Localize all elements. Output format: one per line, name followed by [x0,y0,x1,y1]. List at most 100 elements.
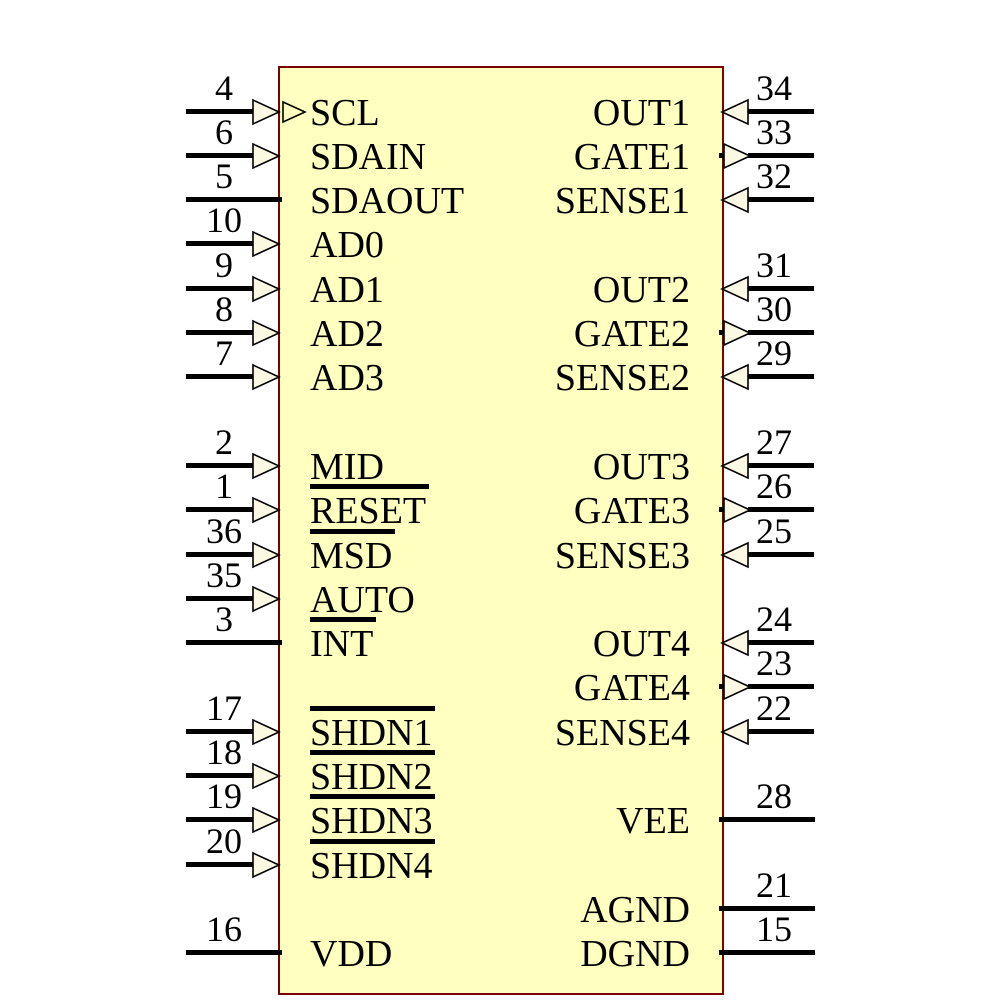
pin-label-RESET: RESET [310,492,426,530]
pin-label-text: AD0 [310,224,384,267]
pin-number-17: 17 [206,687,242,728]
pin-label-text: SHDN1 [310,711,433,754]
pin-label-text: SENSE2 [554,357,690,400]
input-arrow-icon [252,718,281,745]
pin-number-19: 19 [206,776,242,817]
pin-number-29: 29 [756,333,792,374]
pin-label-DGND: DGND [440,935,690,973]
pin-wire-VEE [719,817,815,823]
pin-label-GATE4: GATE4 [440,669,690,707]
pin-label-SHDN4: SHDN4 [310,847,432,885]
pin-number-33: 33 [756,111,792,152]
pin-wire-OUT3 [748,462,814,468]
pin-wire-SENSE4 [748,728,814,734]
pin-number-26: 26 [756,466,792,507]
pin-label-OUT2: OUT2 [440,271,690,309]
pin-label-MSD: MSD [310,537,392,575]
pin-label-text: OUT4 [592,623,690,666]
pin-wire-OUT2 [748,285,814,291]
pin-wire-RESET [186,507,253,513]
pin-wire-GATE2 [748,330,814,335]
pin-label-text: MID [310,445,384,488]
pin-label-MID: MID [310,448,384,486]
pin-number-32: 32 [756,156,792,197]
pin-number-30: 30 [756,289,792,329]
input-arrow-icon [252,142,281,170]
input-arrow-icon [252,275,281,302]
output-arrow-icon [723,496,752,524]
pin-label-text: SDAIN [310,135,427,178]
pin-label-SENSE1: SENSE1 [440,182,690,220]
pin-label-AD3: AD3 [310,359,384,397]
input-arrow-icon [720,452,749,480]
pin-number-27: 27 [756,421,792,462]
input-arrow-icon [720,541,749,568]
pin-label-text: SCL [310,91,380,134]
pin-label-text: GATE4 [573,667,690,710]
output-arrow-icon [723,674,752,701]
pin-number-9: 9 [215,244,233,285]
pin-number-22: 22 [756,687,792,728]
pin-label-text: SENSE1 [554,180,690,223]
pin-wire-OUT1 [748,108,814,114]
pin-wire-SDAOUT [186,197,282,203]
pin-wire-GATE3 [748,507,814,513]
pin-label-SENSE2: SENSE2 [440,359,690,397]
pin-number-1: 1 [215,466,233,507]
pin-wire-AD0 [186,241,253,247]
pin-label-GATE1: GATE1 [440,138,690,176]
pin-label-SDAOUT: SDAOUT [310,182,464,220]
pin-label-text: SHDN3 [310,800,433,843]
input-arrow-icon [252,98,281,125]
pin-label-text: GATE1 [573,135,690,178]
pin-wire-AD2 [186,330,253,335]
pin-label-SENSE4: SENSE4 [440,714,690,752]
pin-number-2: 2 [215,421,233,462]
pin-number-21: 21 [756,864,792,905]
pin-wire-AD1 [186,285,253,291]
pin-label-text: SHDN4 [310,844,433,887]
pin-number-10: 10 [206,200,242,241]
pin-number-7: 7 [215,333,233,374]
pin-wire-AUTO [186,595,253,601]
pin-label-AD0: AD0 [310,226,384,264]
pin-label-text: GATE2 [573,313,690,355]
input-arrow-icon [252,231,281,258]
pin-number-25: 25 [756,510,792,551]
pin-label-text: OUT3 [592,445,690,488]
pin-wire-SDAIN [186,152,253,158]
pin-label-text: SENSE4 [554,711,690,754]
pin-label-text: AGND [580,888,690,931]
pin-label-GATE3: GATE3 [440,492,690,530]
pin-number-15: 15 [756,909,792,950]
pin-number-24: 24 [756,599,792,640]
pin-label-text: AD2 [310,313,384,355]
pin-label-text: RESET [310,490,427,533]
pin-label-text: AUTO [310,578,415,621]
input-arrow-icon [720,275,749,302]
input-arrow-icon [720,186,749,214]
pin-wire-AD3 [186,374,253,380]
pin-wire-MSD [186,551,253,557]
input-arrow-icon [252,496,281,524]
pin-wire-SHDN4 [186,861,253,867]
pin-wire-SCL [186,108,253,114]
pin-label-text: GATE3 [573,490,690,533]
pin-wire-VDD [186,950,282,956]
pin-wire-SENSE2 [748,374,814,380]
pin-number-31: 31 [756,244,792,285]
pin-wire-INT [186,640,282,646]
input-arrow-icon [252,807,281,834]
pin-number-28: 28 [756,776,792,817]
pin-stub [719,507,727,513]
pin-label-AD1: AD1 [310,271,384,309]
output-arrow-icon [723,319,752,347]
output-arrow-icon [723,142,752,170]
pin-label-text: MSD [310,534,393,577]
pin-label-text: SDAOUT [310,180,465,223]
pin-wire-SHDN3 [186,817,253,823]
pin-number-20: 20 [206,820,242,861]
input-arrow-icon [252,585,281,613]
pin-number-36: 36 [206,510,242,551]
pin-number-5: 5 [215,156,233,197]
